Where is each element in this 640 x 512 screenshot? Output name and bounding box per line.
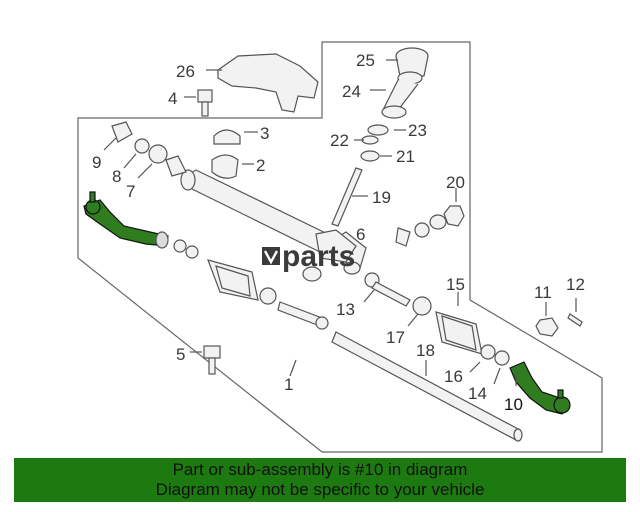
callout-22: 22 (330, 131, 349, 150)
callout-3: 3 (260, 124, 269, 143)
callout-7: 7 (126, 182, 135, 201)
assembly-frame (77, 41, 603, 453)
notice-banner: Part or sub-assembly is #10 in diagram D… (14, 458, 626, 502)
callout-23: 23 (408, 121, 427, 140)
callout-17: 17 (386, 328, 405, 347)
callout-24: 24 (342, 82, 361, 101)
callout-9: 9 (92, 153, 101, 172)
callout-26: 26 (176, 62, 195, 81)
notice-line-2: Diagram may not be specific to your vehi… (155, 480, 485, 499)
callout-8: 8 (112, 167, 121, 186)
part-4-shape (197, 89, 213, 103)
callout-1: 1 (284, 375, 293, 394)
callout-12: 12 (566, 275, 585, 294)
callout-2: 2 (256, 156, 265, 175)
callout-21: 21 (396, 147, 415, 166)
callout-14: 14 (468, 384, 487, 403)
notice-line-1: Part or sub-assembly is #10 in diagram (172, 460, 468, 479)
callout-16: 16 (444, 367, 463, 386)
callout-11: 11 (534, 283, 552, 302)
callout-25: 25 (356, 51, 375, 70)
callout-5: 5 (176, 345, 185, 364)
callout-15: 15 (446, 275, 465, 294)
callout-6: 6 (356, 225, 365, 244)
callout-18: 18 (416, 341, 435, 360)
callout-20: 20 (446, 173, 465, 192)
callout-4: 4 (168, 89, 177, 108)
svg-text:parts: parts (282, 240, 355, 273)
callout-10: 10 (504, 395, 523, 414)
callout-19: 19 (372, 188, 391, 207)
callout-13: 13 (336, 300, 355, 319)
part-26-shape (217, 53, 319, 113)
vparts-logo: parts (262, 240, 355, 273)
part-4-shank (201, 101, 209, 117)
